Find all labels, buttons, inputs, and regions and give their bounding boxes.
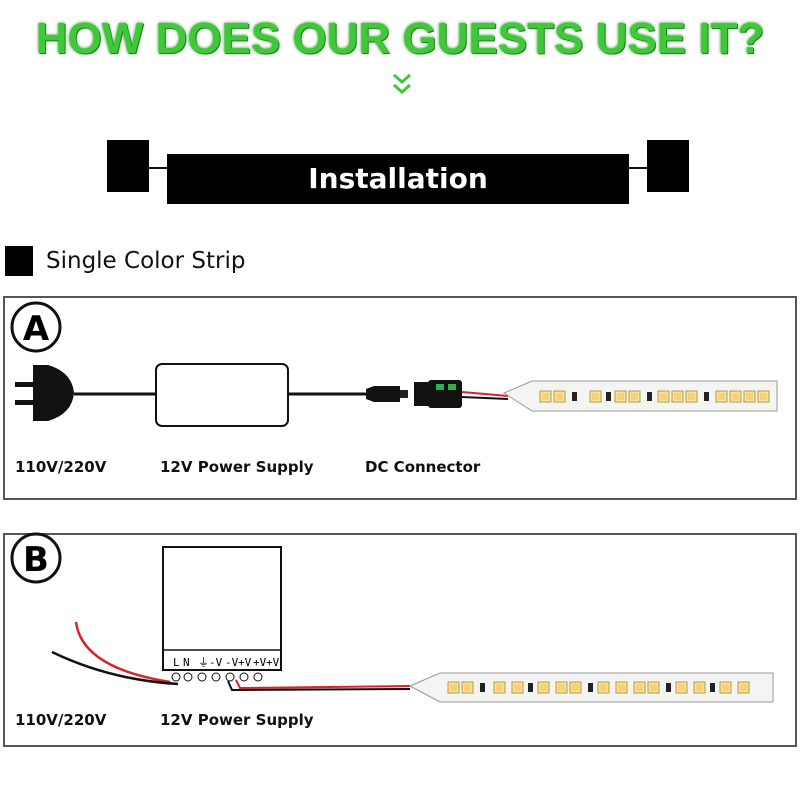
dc-connector-icon xyxy=(414,380,462,408)
double-chevron-down-icon xyxy=(393,73,411,94)
diagram-a-power-supply-label: 12V Power Supply xyxy=(160,458,314,476)
wall-plug-icon xyxy=(15,365,74,421)
diagram-b-badge: B xyxy=(10,532,62,584)
dc-plug-icon xyxy=(366,386,408,402)
diagram-b-power-supply-label: 12V Power Supply xyxy=(160,711,314,729)
terminal-label-n: N xyxy=(183,656,190,669)
terminal-label-v-minus-1: -V xyxy=(209,656,223,669)
terminal-label-v-plus-1: +V xyxy=(238,656,252,669)
diagram-a-badge: A xyxy=(10,301,62,353)
headline: HOW DOES OUR GUESTS USE IT? xyxy=(35,14,765,63)
terminal-label-l: L xyxy=(173,656,180,669)
led-strip-a xyxy=(502,380,778,412)
led-strip-b xyxy=(408,672,774,703)
power-supply-adapter xyxy=(155,363,289,427)
terminal-label-v-minus-2: -V xyxy=(225,656,239,669)
terminal-labels: L N ⏚ -V -V +V +V +V xyxy=(173,656,280,669)
banner-title: Installation xyxy=(167,154,629,204)
terminal-label-v-plus-2: +V xyxy=(253,656,267,669)
section-title: Single Color Strip xyxy=(46,248,246,274)
diagram-b-mains-label: 110V/220V xyxy=(15,711,107,729)
diagram-b-panel xyxy=(3,533,797,747)
diagram-b-badge-letter: B xyxy=(23,540,49,580)
installation-banner: Installation xyxy=(0,140,800,210)
banner-left-block xyxy=(107,140,149,192)
diagram-a-badge-letter: A xyxy=(23,309,50,349)
section-bullet xyxy=(5,246,33,276)
power-supply-unit: L N ⏚ -V -V +V +V +V xyxy=(162,546,282,682)
banner-right-block xyxy=(647,140,689,192)
diagram-a-connector-label: DC Connector xyxy=(365,458,481,476)
terminal-screws xyxy=(171,672,263,682)
terminal-label-ground: ⏚ xyxy=(198,656,209,669)
diagram-a-mains-label: 110V/220V xyxy=(15,458,107,476)
terminal-label-v-plus-3: +V xyxy=(266,656,280,669)
